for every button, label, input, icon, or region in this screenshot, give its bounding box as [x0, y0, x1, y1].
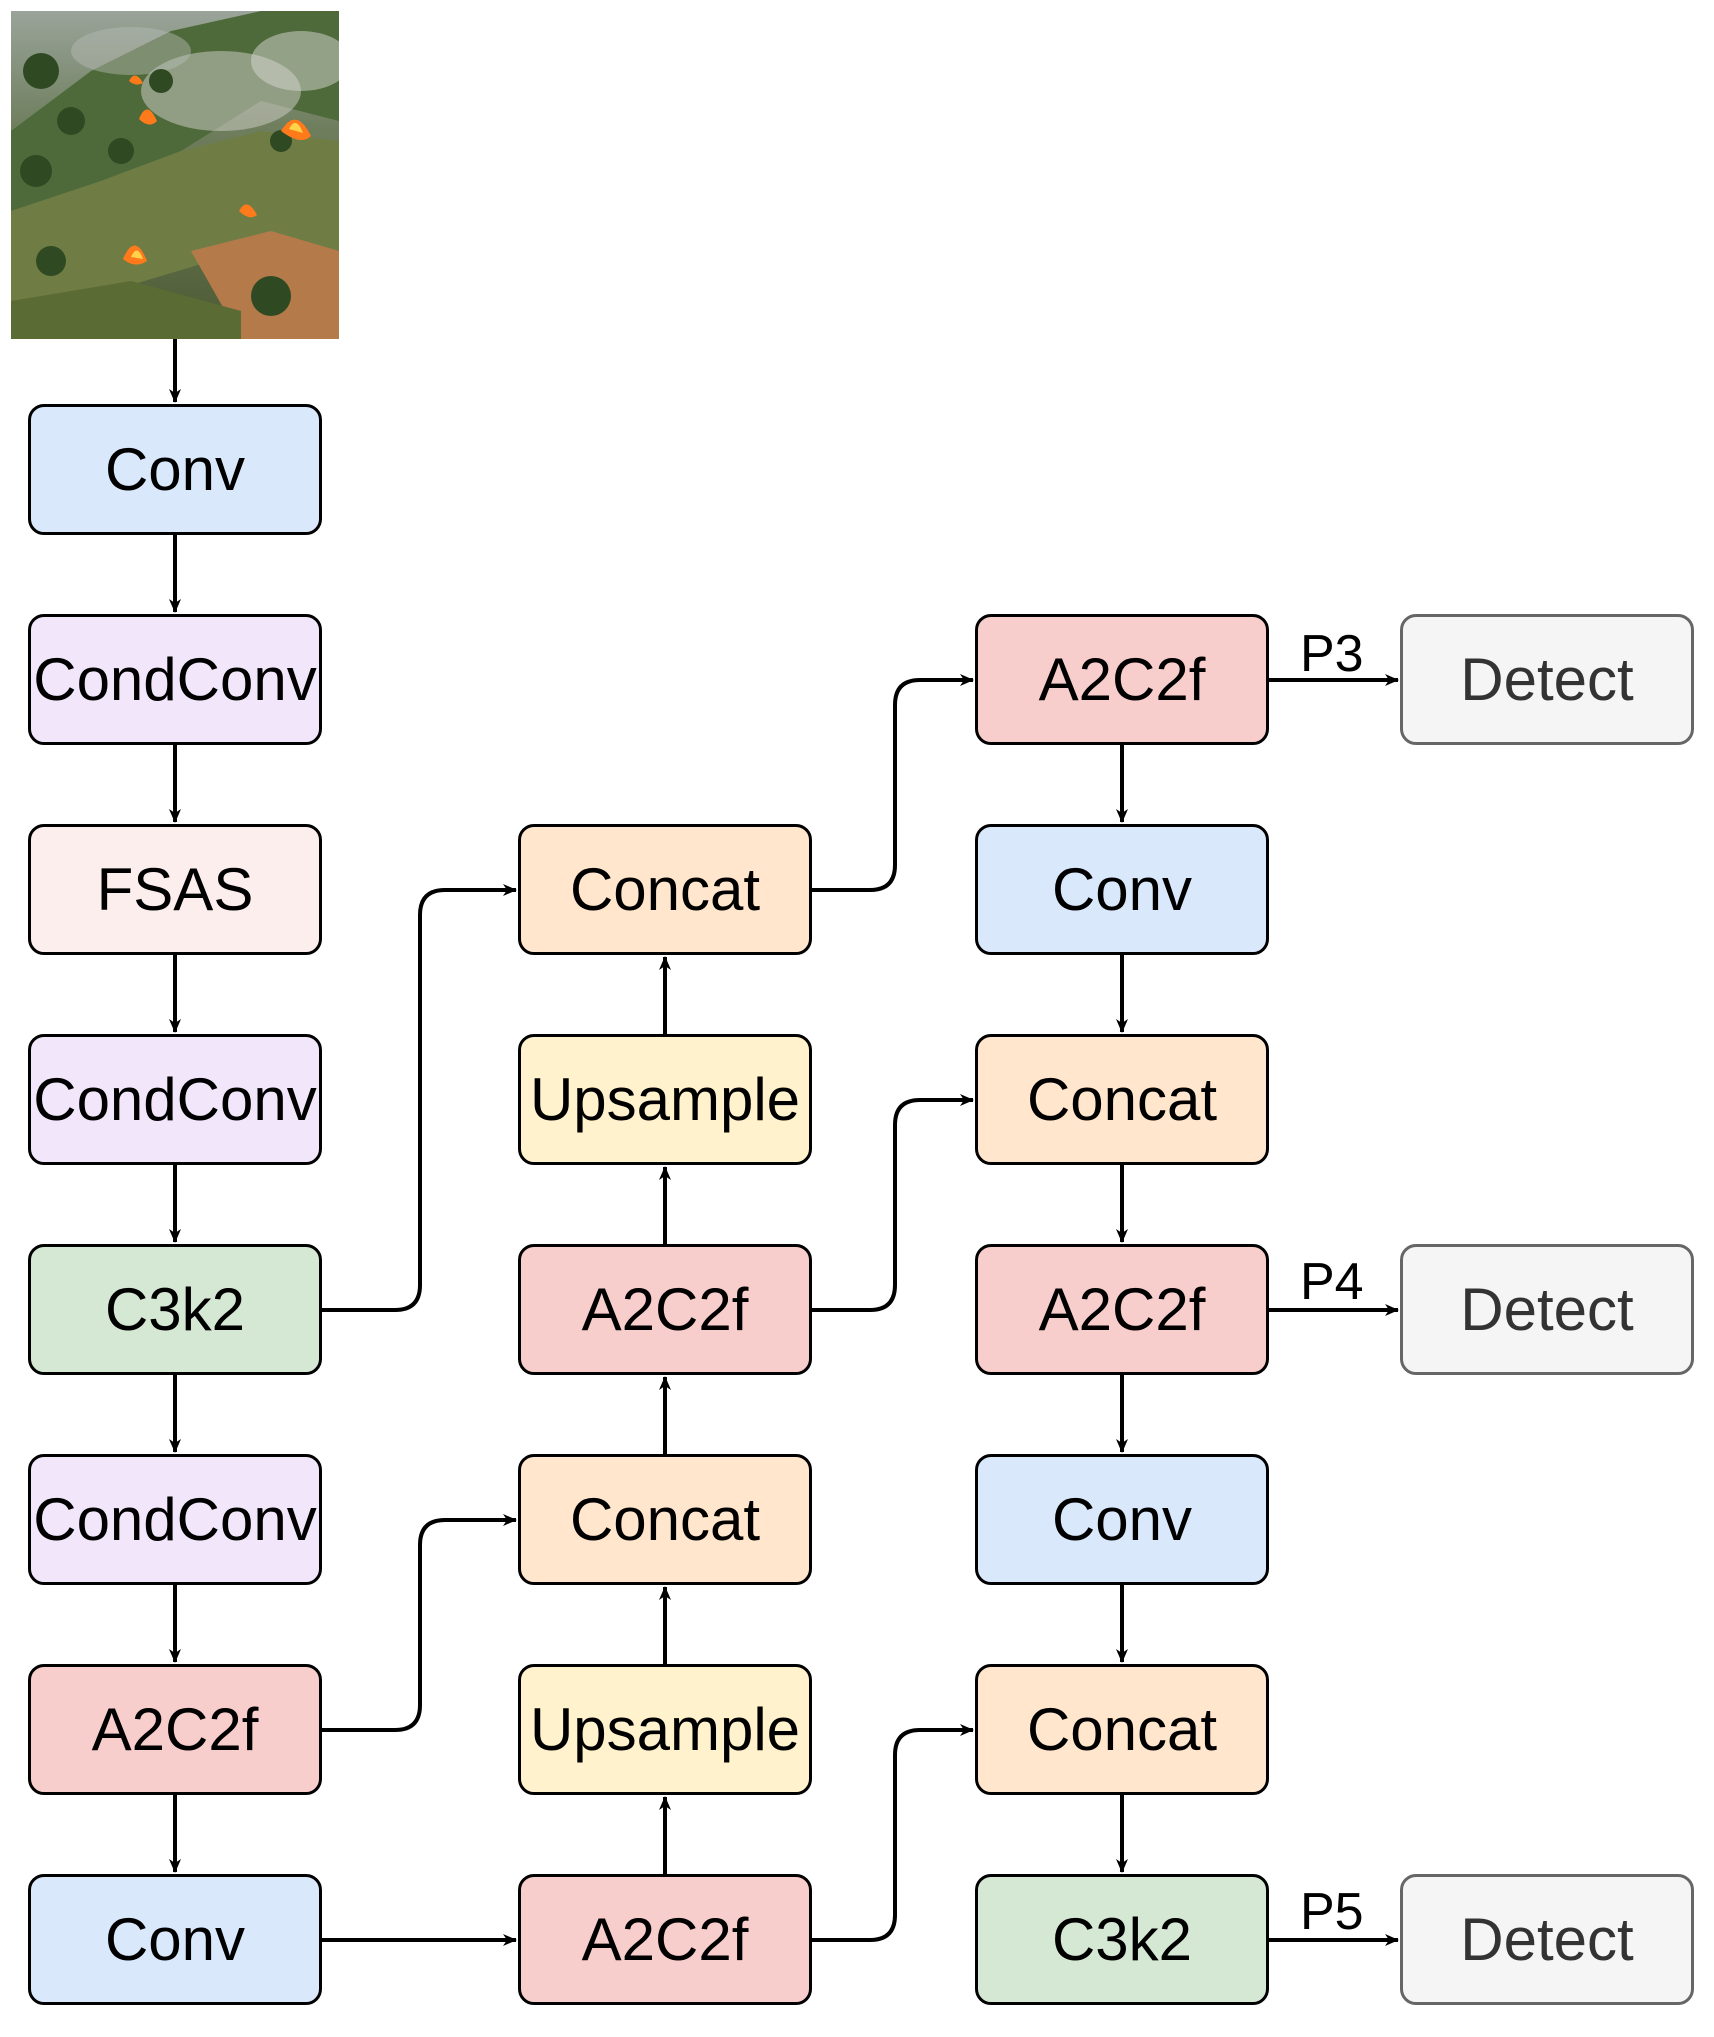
node-label: FSAS: [96, 856, 254, 923]
neck-upsample-node: Upsample: [518, 1034, 812, 1165]
node-label: Conv: [1051, 856, 1193, 923]
head-concat-node: Concat: [975, 1664, 1269, 1795]
edge-label-p4: P4: [1300, 1253, 1364, 1311]
backbone-condconv-node: CondConv: [28, 1454, 322, 1585]
node-label: CondConv: [33, 1066, 317, 1133]
input-image: [11, 11, 339, 339]
node-label: C3k2: [1051, 1906, 1193, 1973]
node-label: Detect: [1460, 1906, 1634, 1973]
neck-concat-node: Concat: [518, 824, 812, 955]
node-label: A2C2f: [581, 1276, 749, 1343]
backbone-fsas-node: FSAS: [28, 824, 322, 955]
node-label: A2C2f: [1038, 646, 1206, 713]
head-c3k2-node: C3k2: [975, 1874, 1269, 2005]
detect-p5-node: Detect: [1400, 1874, 1694, 2005]
node-label: Detect: [1460, 1276, 1634, 1343]
detect-p4-node: Detect: [1400, 1244, 1694, 1375]
detect-p3-node: Detect: [1400, 614, 1694, 745]
backbone-conv-node: Conv: [28, 404, 322, 535]
node-label: Upsample: [529, 1066, 801, 1133]
head-conv-node: Conv: [975, 1454, 1269, 1585]
node-label: Upsample: [529, 1696, 801, 1763]
neck-a2c2f-node: A2C2f: [518, 1874, 812, 2005]
node-label: Conv: [1051, 1486, 1193, 1553]
node-label: A2C2f: [1038, 1276, 1206, 1343]
edge-a2c2f-to-neck-concat: [322, 1514, 517, 1732]
edge-label-p5: P5: [1300, 1883, 1364, 1941]
node-label: Concat: [1026, 1066, 1218, 1133]
forest-fire-photo: [11, 11, 339, 339]
backbone-condconv-node: CondConv: [28, 1034, 322, 1165]
neck-upsample-node: Upsample: [518, 1664, 812, 1795]
backbone-a2c2f-node: A2C2f: [28, 1664, 322, 1795]
backbone-condconv-node: CondConv: [28, 614, 322, 745]
node-label: A2C2f: [581, 1906, 749, 1973]
backbone-c3k2-node: C3k2: [28, 1244, 322, 1375]
neck-concat-node: Concat: [518, 1454, 812, 1585]
node-label: Concat: [1026, 1696, 1218, 1763]
edge-label-p3: P3: [1300, 625, 1364, 683]
node-label: A2C2f: [91, 1696, 259, 1763]
head-concat-node: Concat: [975, 1034, 1269, 1165]
node-label: Concat: [569, 856, 761, 923]
head-conv-node: Conv: [975, 824, 1269, 955]
edge-c3k2-to-neck-concat: [322, 884, 517, 1312]
node-label: Conv: [104, 1906, 246, 1973]
node-label: C3k2: [104, 1276, 246, 1343]
node-label: CondConv: [33, 646, 317, 713]
edge-neck-a2c2f2-to-head-concat: [812, 1724, 974, 1942]
neck-a2c2f-node: A2C2f: [518, 1244, 812, 1375]
edge-neck-a2c2f-to-head-concat: [812, 1094, 974, 1312]
head-a2c2f-node: A2C2f: [975, 614, 1269, 745]
node-label: Concat: [569, 1486, 761, 1553]
edge-neck-concat-to-head-a2c2f: [812, 674, 974, 892]
node-label: CondConv: [33, 1486, 317, 1553]
node-label: Conv: [104, 436, 246, 503]
backbone-conv-node: Conv: [28, 1874, 322, 2005]
head-a2c2f-node: A2C2f: [975, 1244, 1269, 1375]
node-label: Detect: [1460, 646, 1634, 713]
